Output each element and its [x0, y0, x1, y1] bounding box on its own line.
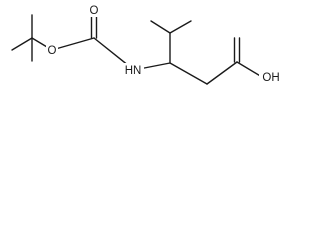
- label-bg-ester-o: [46, 43, 58, 57]
- bond-isopropyl-methyl-left: [150, 20, 171, 34]
- bond-methylene-to-acid-carbon: [206, 61, 238, 85]
- atom-ester-oxygen: O: [48, 45, 57, 57]
- label-bg-nitrogen: [122, 63, 144, 77]
- atom-hydroxyl-oxygen: OH: [262, 72, 279, 84]
- bond-acid-carbon-to-hydroxyl: [236, 61, 263, 78]
- bond-alpha-to-methylene: [169, 62, 208, 85]
- bond-tbu-methyl-left: [11, 37, 33, 51]
- bond-isopropyl-methyl-right: [169, 20, 192, 34]
- label-bg-hydroxyl: [259, 70, 283, 84]
- atom-carbonyl-oxygen: O: [90, 5, 99, 17]
- chemical-structure: O O HN OH: [11, 3, 283, 85]
- bond-ester-o-to-carbonyl: [51, 37, 95, 51]
- label-bg-carbonyl-o: [88, 3, 100, 17]
- atom-amide-nitrogen: HN: [125, 65, 142, 77]
